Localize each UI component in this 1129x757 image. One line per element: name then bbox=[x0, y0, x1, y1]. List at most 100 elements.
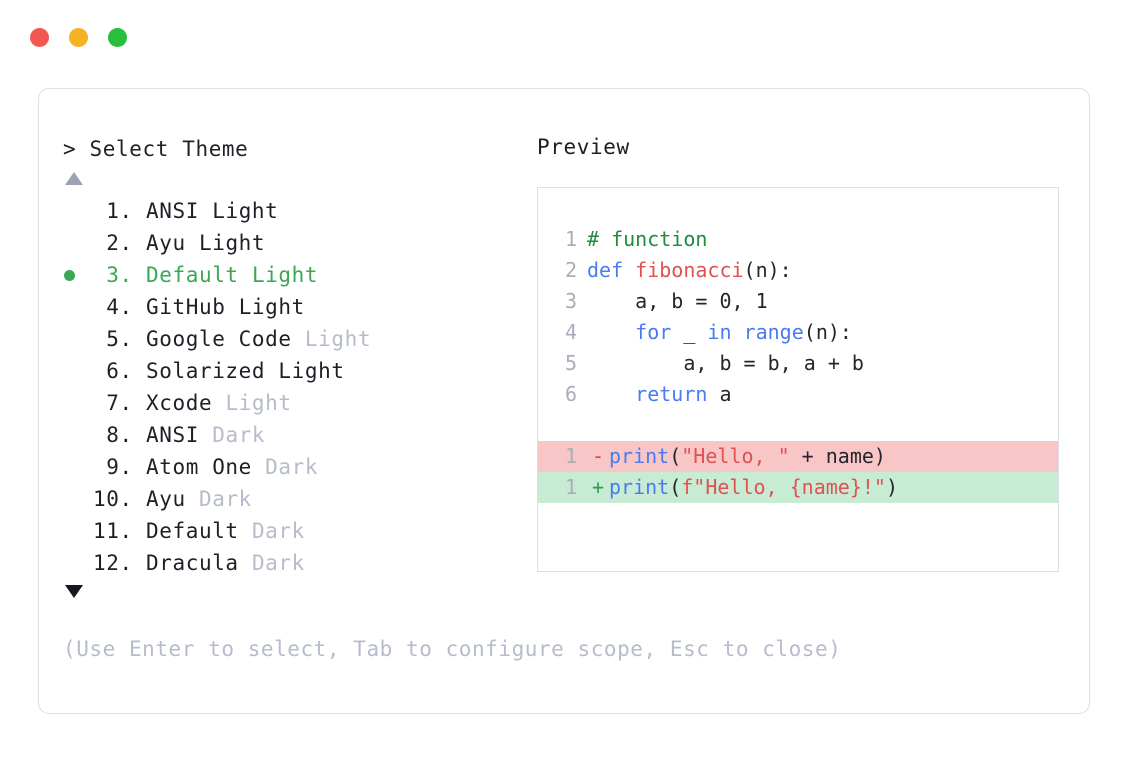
theme-list-item[interactable]: 1. ANSI Light bbox=[63, 195, 523, 227]
theme-item-name: Dracula bbox=[132, 551, 252, 575]
code-token-plain: ) bbox=[885, 475, 899, 499]
theme-item-variant: Light bbox=[278, 359, 345, 383]
theme-item-number: 8. bbox=[93, 423, 133, 447]
triangle-down-icon[interactable] bbox=[65, 585, 83, 598]
code-line: 5 a, b = b, a + b bbox=[555, 348, 1058, 379]
prompt-caret-icon: > bbox=[63, 137, 77, 161]
code-token-plain bbox=[587, 317, 635, 348]
theme-item-number: 7. bbox=[93, 391, 133, 415]
code-token-kw: def bbox=[587, 258, 636, 282]
code-line-number: 6 bbox=[564, 382, 577, 406]
code-line-number: 2 bbox=[564, 258, 577, 282]
diff-line-number: 1 bbox=[564, 444, 577, 468]
theme-item-name: Google Code bbox=[132, 327, 305, 351]
code-token-plain: (n): bbox=[803, 320, 852, 344]
maximize-window-button[interactable] bbox=[108, 28, 127, 47]
code-token-fn: fibonacci bbox=[635, 258, 744, 282]
theme-item-name: Ayu bbox=[132, 231, 199, 255]
theme-item-variant: Light bbox=[212, 199, 279, 223]
code-line: 6 return a bbox=[555, 379, 1058, 410]
theme-item-variant: Light bbox=[251, 263, 319, 287]
selected-bullet-icon bbox=[64, 269, 75, 281]
diff-line-del: 1-print("Hello, " + name) bbox=[538, 441, 1058, 472]
theme-list-item[interactable]: 11. Default Dark bbox=[63, 515, 523, 547]
theme-list-item[interactable]: 5. Google Code Light bbox=[63, 323, 523, 355]
code-line-number: 1 bbox=[564, 227, 577, 251]
theme-item-name: Solarized bbox=[132, 359, 279, 383]
code-token-comment: # function bbox=[587, 227, 708, 251]
theme-item-name: Ayu bbox=[132, 487, 199, 511]
theme-list[interactable]: 1. ANSI Light 2. Ayu Light 3. Default Li… bbox=[63, 195, 523, 579]
code-token-plain: (n): bbox=[743, 258, 792, 282]
theme-item-name: ANSI bbox=[132, 423, 213, 447]
theme-item-number: 4. bbox=[93, 295, 133, 319]
code-line-number: 5 bbox=[564, 351, 577, 375]
theme-list-item[interactable]: 9. Atom One Dark bbox=[63, 451, 523, 483]
code-line-number: 3 bbox=[564, 289, 577, 313]
theme-item-variant: Dark bbox=[265, 455, 319, 479]
code-token-plain bbox=[587, 379, 635, 410]
page-title: Select Theme bbox=[89, 137, 249, 161]
code-token-str: "Hello, " bbox=[681, 444, 790, 468]
theme-item-name: Default bbox=[132, 263, 252, 287]
theme-list-item[interactable]: 7. Xcode Light bbox=[63, 387, 523, 419]
code-token-plain bbox=[732, 317, 744, 348]
code-token-plain: a, b = b, a + b bbox=[587, 351, 864, 375]
theme-item-number: 9. bbox=[93, 455, 133, 479]
triangle-up-icon[interactable] bbox=[65, 172, 83, 185]
code-token-kw: for bbox=[635, 320, 672, 344]
minimize-window-button[interactable] bbox=[69, 28, 88, 47]
theme-item-number: 12. bbox=[93, 551, 133, 575]
theme-list-item[interactable]: 10. Ayu Dark bbox=[63, 483, 523, 515]
keyboard-hint: (Use Enter to select, Tab to configure s… bbox=[63, 637, 842, 661]
theme-list-item[interactable]: 3. Default Light bbox=[63, 259, 523, 291]
code-token-plain: ( bbox=[669, 475, 682, 499]
theme-item-number: 2. bbox=[93, 231, 133, 255]
theme-item-name: Atom One bbox=[132, 455, 266, 479]
theme-list-item[interactable]: 2. Ayu Light bbox=[63, 227, 523, 259]
code-line: 2 def fibonacci(n): bbox=[555, 255, 1058, 286]
theme-item-number: 11. bbox=[93, 519, 133, 543]
theme-list-item[interactable]: 6. Solarized Light bbox=[63, 355, 523, 387]
code-token-kw: range bbox=[743, 320, 804, 344]
code-token-kw: print bbox=[609, 475, 670, 499]
code-token-plain: a, b = 0, 1 bbox=[587, 289, 768, 313]
diff-line-add: 1 +print(f"Hello, {name}!") bbox=[538, 472, 1058, 503]
diff-marker-add: + bbox=[591, 475, 605, 499]
prompt-line: > Select Theme bbox=[63, 135, 523, 163]
selection-indicator-slot bbox=[63, 269, 93, 281]
theme-item-variant: Dark bbox=[251, 519, 305, 543]
theme-item-variant: Light bbox=[304, 327, 372, 351]
diff-marker-del: - bbox=[591, 444, 605, 468]
theme-item-number: 5. bbox=[93, 327, 133, 351]
theme-item-name: Default bbox=[132, 519, 252, 543]
preview-heading: Preview bbox=[537, 135, 630, 159]
theme-list-item[interactable]: 12. Dracula Dark bbox=[63, 547, 523, 579]
theme-item-variant: Dark bbox=[212, 423, 266, 447]
close-window-button[interactable] bbox=[30, 28, 49, 47]
theme-item-number: 1. bbox=[93, 199, 133, 223]
theme-item-number: 3. bbox=[93, 263, 133, 287]
code-token-str: f"Hello, {name}!" bbox=[681, 475, 886, 499]
theme-list-item[interactable]: 4. GitHub Light bbox=[63, 291, 523, 323]
theme-select-column: > Select Theme 1. ANSI Light 2. Ayu Ligh… bbox=[63, 135, 523, 598]
diff-line-number: 1 bbox=[564, 475, 577, 499]
code-token-plain: + name) bbox=[789, 444, 886, 468]
theme-item-variant: Light bbox=[238, 295, 305, 319]
code-token-kw: print bbox=[609, 444, 670, 468]
theme-list-item[interactable]: 8. ANSI Dark bbox=[63, 419, 523, 451]
theme-item-name: ANSI bbox=[132, 199, 213, 223]
code-token-plain: a bbox=[707, 382, 732, 406]
theme-item-variant: Dark bbox=[198, 487, 252, 511]
picker-panel: > Select Theme 1. ANSI Light 2. Ayu Ligh… bbox=[38, 88, 1090, 714]
code-line: 1 # function bbox=[555, 224, 1058, 255]
code-line-number: 4 bbox=[564, 320, 577, 344]
code-token-plain: _ bbox=[671, 320, 708, 344]
theme-item-number: 10. bbox=[93, 487, 133, 511]
theme-item-variant: Dark bbox=[251, 551, 305, 575]
theme-item-variant: Light bbox=[198, 231, 266, 255]
code-token-plain: ( bbox=[669, 444, 682, 468]
theme-item-number: 6. bbox=[93, 359, 133, 383]
